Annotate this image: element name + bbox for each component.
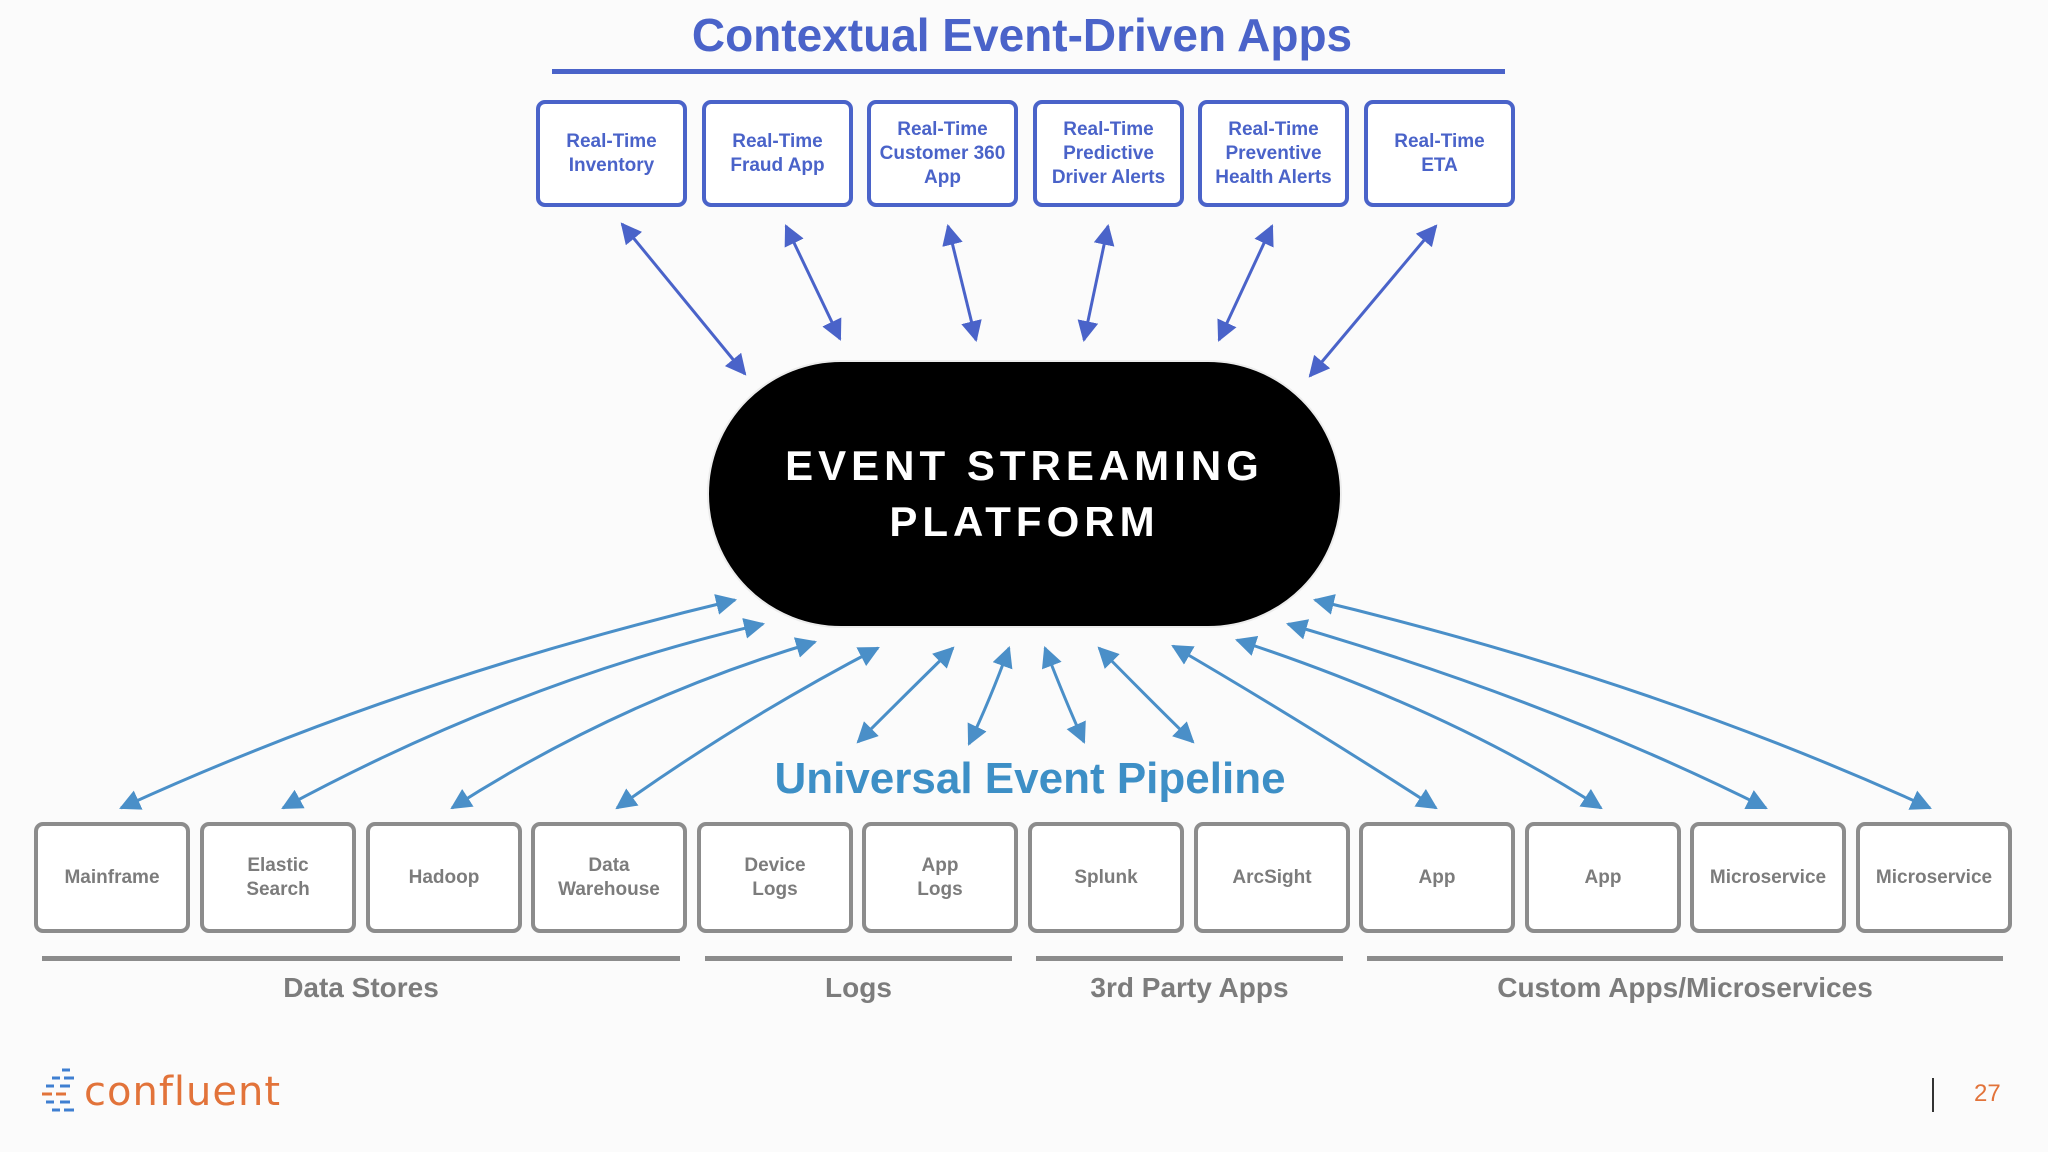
top-title: Contextual Event-Driven Apps (691, 9, 1353, 61)
app-arrow-1 (620, 222, 747, 376)
page-number: 27 (1974, 1080, 2001, 1107)
group-rule-third-party (1036, 956, 1343, 961)
group-rule-logs (705, 956, 1012, 961)
group-label-data-stores: Data Stores (283, 972, 439, 1003)
source-arrow-2 (281, 618, 766, 810)
app-box-eta: Real-Time ETA (1364, 100, 1515, 207)
event-streaming-platform: EVENT STREAMING PLATFORM (707, 360, 1342, 628)
app-box-health-alerts: Real-Time Preventive Health Alerts (1198, 100, 1349, 207)
app-arrow-2 (784, 224, 842, 341)
source-box-splunk: Splunk (1028, 822, 1184, 933)
app-box-fraud: Real-Time Fraud App (702, 100, 853, 207)
app-box-customer-360: Real-Time Customer 360 App (867, 100, 1018, 207)
source-arrow-6 (967, 646, 1013, 746)
source-arrow-8 (1097, 646, 1195, 744)
logo-wordmark: confluent (84, 1069, 282, 1115)
group-label-third-party: 3rd Party Apps (1090, 972, 1289, 1003)
source-box-device-logs: Device Logs (697, 822, 853, 933)
source-arrow-5 (856, 646, 955, 744)
pipeline-title: Universal Event Pipeline (774, 754, 1286, 803)
group-rule-custom-apps (1367, 956, 2003, 961)
app-arrow-4 (1077, 223, 1115, 343)
footer-divider (1932, 1078, 1934, 1112)
source-box-app-2: App (1525, 822, 1681, 933)
source-box-hadoop: Hadoop (366, 822, 522, 933)
source-box-microservice-1: Microservice (1690, 822, 1846, 933)
app-box-inventory: Real-Time Inventory (536, 100, 687, 207)
source-arrow-4 (615, 646, 880, 810)
app-box-driver-alerts: Real-Time Predictive Driver Alerts (1033, 100, 1184, 207)
source-box-microservice-2: Microservice (1856, 822, 2012, 933)
app-arrow-3 (942, 223, 982, 343)
source-arrow-7 (1041, 646, 1086, 744)
source-box-mainframe: Mainframe (34, 822, 190, 933)
group-label-logs: Logs (825, 972, 892, 1003)
source-box-data-warehouse: Data Warehouse (531, 822, 687, 933)
confluent-mark-icon (42, 1068, 74, 1112)
source-arrow-12 (1312, 594, 1932, 810)
source-box-elastic-search: Elastic Search (200, 822, 356, 933)
source-box-arcsight: ArcSight (1194, 822, 1350, 933)
app-arrow-5 (1217, 224, 1274, 342)
top-title-rule (552, 69, 1505, 74)
group-label-custom-apps: Custom Apps/Microservices (1497, 972, 1873, 1003)
app-arrow-6 (1308, 224, 1438, 378)
confluent-logo: confluent (40, 1066, 281, 1118)
source-box-app-logs: App Logs (862, 822, 1018, 933)
source-box-app-1: App (1359, 822, 1515, 933)
group-rule-data-stores (42, 956, 680, 961)
